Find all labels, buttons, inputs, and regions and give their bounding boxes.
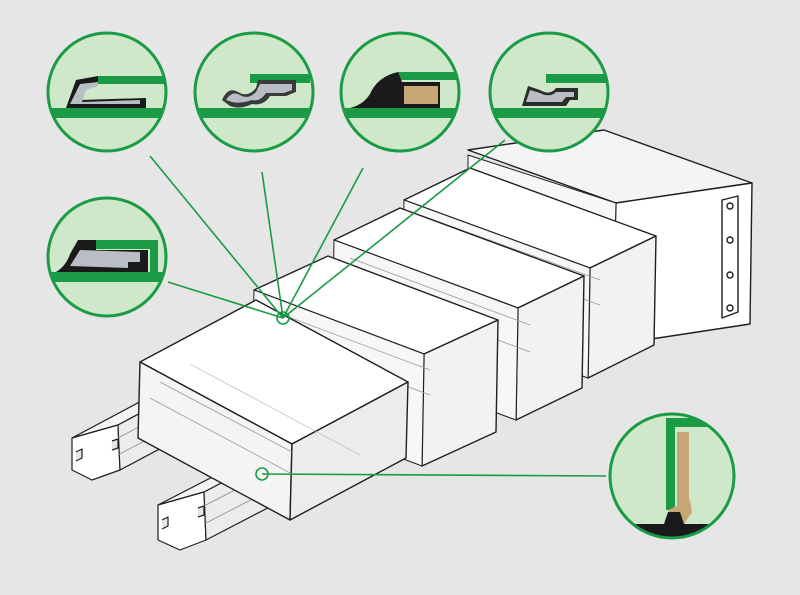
target-marker-upper bbox=[276, 311, 290, 325]
seal-profile-metal-lip-icon bbox=[48, 76, 166, 118]
callout-detail-6 bbox=[608, 412, 736, 540]
leader-line-6 bbox=[261, 473, 607, 477]
bolt-hole-icon bbox=[726, 236, 734, 244]
callout-detail-2 bbox=[193, 31, 315, 153]
leader-line-4 bbox=[282, 139, 506, 319]
leader-line-5 bbox=[167, 281, 284, 319]
leader-line-2 bbox=[261, 171, 284, 319]
bolt-hole-icon bbox=[726, 202, 734, 210]
target-marker-lower bbox=[255, 467, 269, 481]
leader-line-1 bbox=[149, 155, 284, 319]
callout-detail-5 bbox=[46, 196, 168, 318]
bolt-hole-icon bbox=[726, 304, 734, 312]
seal-profile-tan-insert-icon bbox=[341, 72, 459, 118]
carriage-section-1 bbox=[137, 299, 409, 521]
seal-profile-grey-wave-icon bbox=[195, 74, 313, 118]
leader-line-3 bbox=[282, 167, 364, 319]
bolt-hole-icon bbox=[726, 271, 734, 279]
carriage bbox=[137, 167, 657, 521]
callout-detail-4 bbox=[488, 31, 610, 153]
leader-lines bbox=[149, 139, 607, 477]
seal-profile-small-grey-icon bbox=[490, 74, 608, 118]
callout-detail-3 bbox=[339, 31, 461, 153]
callout-detail-1 bbox=[46, 31, 168, 153]
seal-profile-black-lip-icon bbox=[48, 240, 166, 282]
